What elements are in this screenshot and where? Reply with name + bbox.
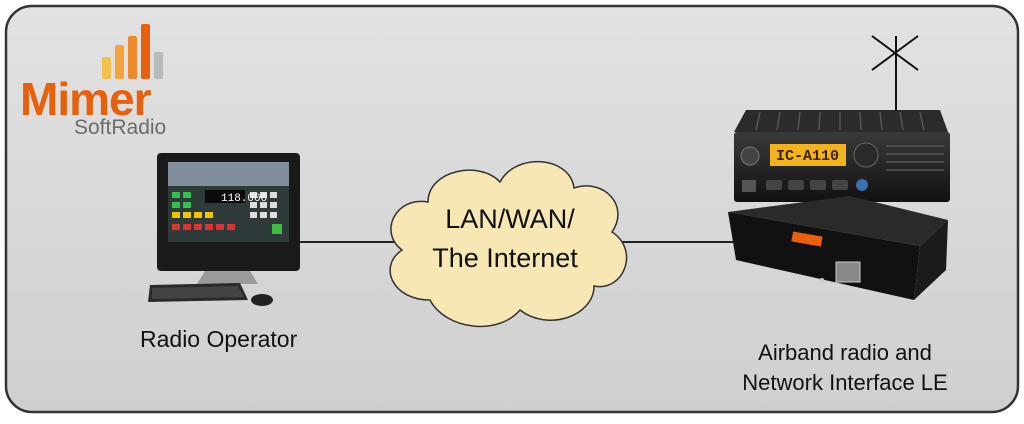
network-interface-icon [728,196,948,300]
logo-bars-icon [102,24,163,79]
radio-display: IC-A110 [776,148,840,165]
network-label-line1: LAN/WAN/ [445,204,575,234]
airband-radio-icon [734,110,950,202]
screen-frequency: 118.000 [221,193,268,205]
mouse-icon [251,294,273,306]
logo-wordmark: Mimer [20,73,151,125]
network-cloud-icon [389,160,628,328]
keyboard-icon [148,283,248,302]
computer-monitor-icon [157,153,300,284]
antenna-icon [871,35,919,112]
device-label-line1: Airband radio and [758,340,932,365]
operator-label: Radio Operator [140,326,298,352]
network-label-line2: The Internet [432,243,578,273]
device-label-line2: Network Interface LE [742,370,948,395]
logo-subtitle: SoftRadio [74,116,167,139]
